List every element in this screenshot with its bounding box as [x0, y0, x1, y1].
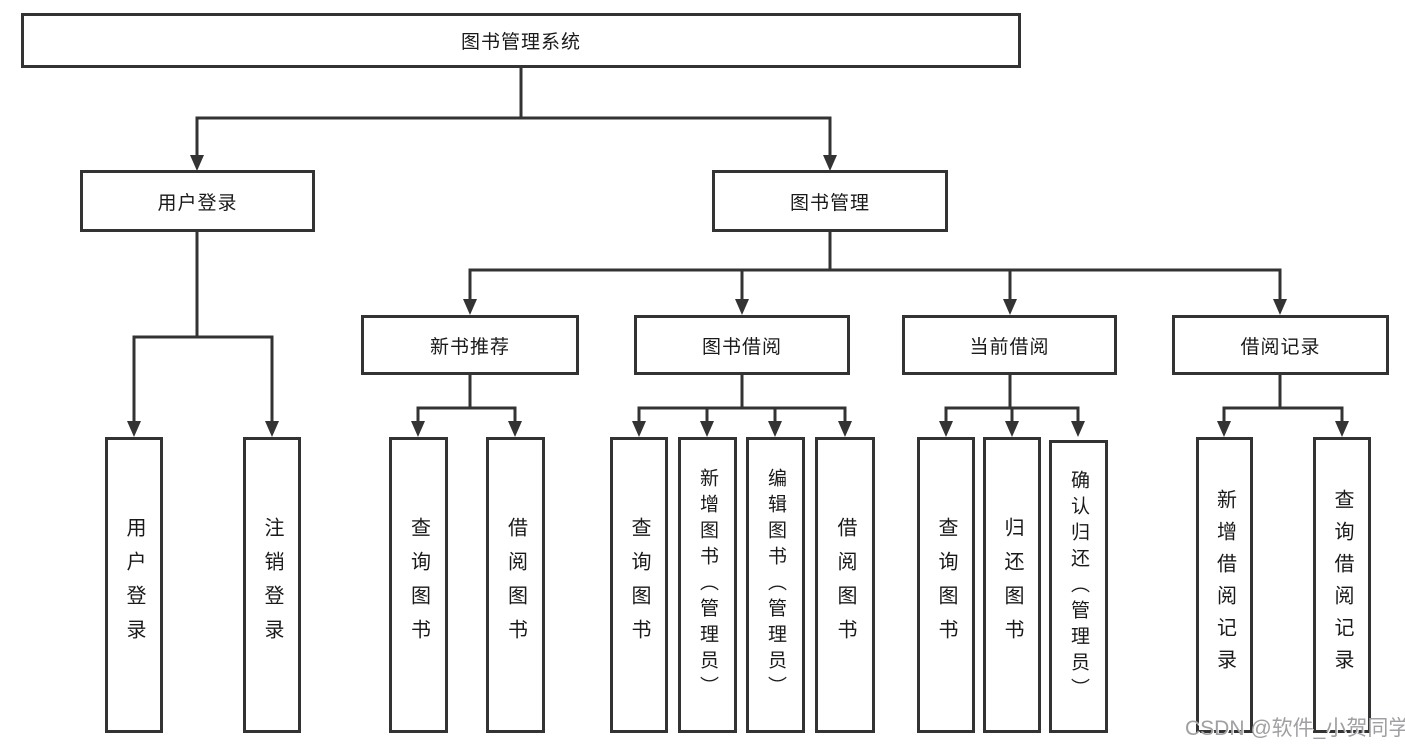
leaf-query-book-current: 查询图书: [917, 437, 975, 733]
node-user-login: 用户登录: [80, 170, 315, 232]
node-book-management: 图书管理: [712, 170, 948, 232]
leaf-query-book-recommend: 查询图书: [389, 437, 448, 733]
node-current-borrow: 当前借阅: [902, 315, 1117, 375]
leaf-add-borrow-record: 新增借阅记录: [1196, 437, 1253, 733]
leaf-query-borrow-record: 查询借阅记录: [1313, 437, 1371, 733]
arrowhead-icons: [127, 155, 1349, 437]
node-library-system: 图书管理系统: [21, 13, 1021, 68]
leaf-user-login: 用户登录: [105, 437, 163, 733]
leaf-logout: 注销登录: [243, 437, 301, 733]
node-borrow-records: 借阅记录: [1172, 315, 1389, 375]
tree-edges: [132, 66, 1344, 425]
watermark-text: CSDN @软件_小贺同学: [1185, 717, 1405, 740]
leaf-confirm-return-admin: 确认归还（管理员）: [1049, 440, 1108, 733]
leaf-return-book: 归还图书: [983, 437, 1041, 733]
leaf-query-book-borrow: 查询图书: [610, 437, 668, 733]
node-new-book-recommend: 新书推荐: [361, 315, 579, 375]
node-book-borrow: 图书借阅: [634, 315, 850, 375]
leaf-edit-book-admin: 编辑图书（管理员）: [746, 437, 805, 733]
leaf-borrow-book: 借阅图书: [815, 437, 875, 733]
leaf-borrow-book-recommend: 借阅图书: [486, 437, 545, 733]
leaf-add-book-admin: 新增图书（管理员）: [678, 437, 737, 733]
